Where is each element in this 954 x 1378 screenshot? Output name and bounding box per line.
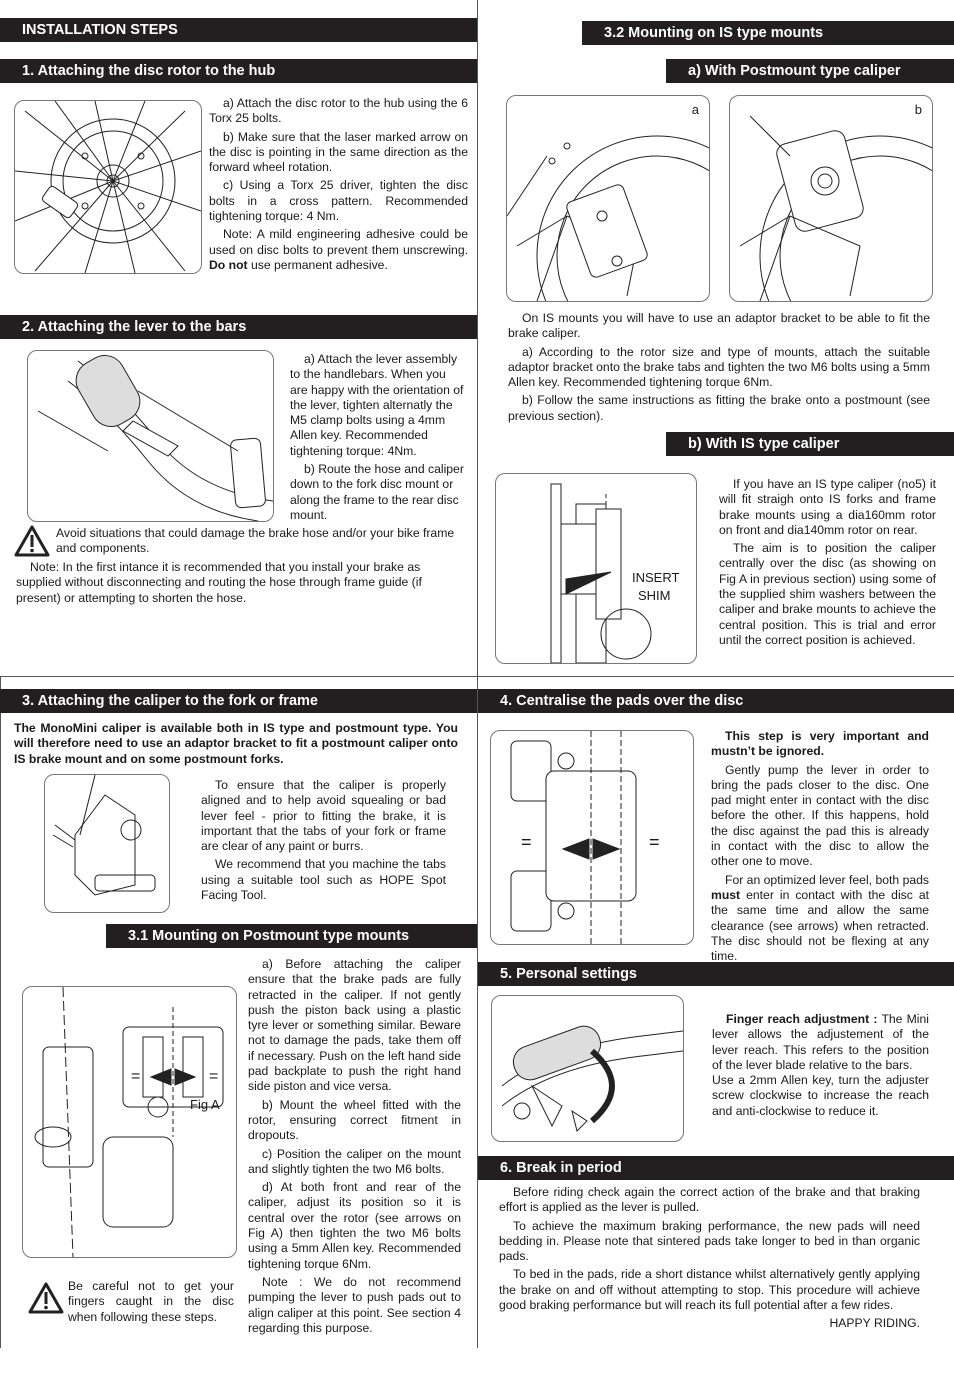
warning-icon-section-3-1 [28,1282,64,1318]
fig-a-label: Fig A [190,1097,220,1112]
section-2-note: Note: In the first intance it is recomme… [16,560,422,605]
divider-left-edge [0,676,1,1348]
section-4-para-2-bold: must [711,887,741,902]
section-3-2-header: 3.2 Mounting on IS type mounts [582,21,954,45]
section-2-para-a: a) Attach the lever assembly to the hand… [290,352,464,458]
is-caliper-text: If you have an IS type caliper (no5) it … [719,477,936,651]
section-3-1-warning-text: Be careful not to get your fingers caugh… [68,1279,234,1324]
warning-icon-section-2 [14,525,50,561]
reach-adjust-figure [491,995,684,1142]
section-6-text: Before riding check again the correct ac… [499,1185,920,1332]
svg-text:=: = [209,1068,218,1085]
section-2-text: a) Attach the lever assembly to the hand… [290,352,464,526]
section-4-para-2-a: For an optimized lever feel, both pads [725,872,929,887]
equal-mark-right: = [649,832,660,852]
section-1-note-text: Note: A mild engineering adhesive could … [209,227,468,257]
section-3-1-para-c: c) Position the caliper on the mount and… [248,1146,461,1176]
postmount-caliper-subheader: a) With Postmount type caliper [666,59,954,83]
rotor-hub-figure [14,100,202,274]
section-5-text: Finger reach adjustment : The Mini lever… [712,1012,929,1119]
is-caliper-subheader: b) With IS type caliper [666,432,954,456]
section-3-2-para-1: On IS mounts you will have to use an ada… [508,311,930,341]
section-3-1-para-b: b) Mount the wheel fitted with the rotor… [248,1097,461,1143]
section-3-para-2: We recommend that you machine the tabs u… [201,857,446,903]
section-5-header: 5. Personal settings [478,962,954,986]
section-1-note-rest: use permanent adhesive. [247,257,388,272]
equal-mark-left: = [521,832,532,852]
section-3-1-note: Note : We do not recommend pumping the l… [248,1274,461,1335]
insert-shim-label-2: SHIM [638,588,671,603]
figure-a-label: a [691,102,699,117]
section-1-para-a: a) Attach the disc rotor to the hub usin… [209,96,468,126]
is-caliper-para-2: The aim is to position the caliper centr… [719,541,936,647]
happy-riding-signoff: HAPPY RIDING. [829,1316,920,1331]
section-3-intro: The MonoMini caliper is available both i… [14,721,458,766]
section-6-para-3: To bed in the pads, ride a short distanc… [499,1267,920,1313]
section-3-2-para-3: b) Follow the same instructions as fitti… [508,393,930,423]
section-4-para-2: For an optimized lever feel, both pads m… [711,873,929,965]
section-4-para-2-b: enter in contact with the disc at the sa… [711,887,929,964]
postmount-caliper-figure-a: a [506,95,710,302]
installation-steps-header: INSTALLATION STEPS [0,18,477,42]
section-4-header: 4. Centralise the pads over the disc [478,689,954,713]
divider-top-center [477,0,478,676]
section-6-para-1: Before riding check again the correct ac… [499,1185,920,1215]
section-2-para-b: b) Route the hose and caliper down to th… [290,462,464,522]
section-6-header: 6. Break in period [478,1156,954,1180]
section-4-text: This step is very important and mustn’t … [711,729,929,967]
finger-reach-text: The Mini lever allows the adjustement of… [712,1012,929,1072]
is-caliper-para-1: If you have an IS type caliper (no5) it … [719,477,936,537]
section-3-1-text: a) Before attaching the caliper ensure t… [248,957,461,1339]
section-1-para-b: b) Make sure that the laser marked arrow… [209,129,468,175]
section-3-1-header: 3.1 Mounting on Postmount type mounts [106,924,477,948]
section-3-header: 3. Attaching the caliper to the fork or … [0,689,477,713]
section-3-2-para-2: a) According to the rotor size and type … [508,344,930,390]
section-3-1-para-d: d) At both front and rear of the caliper… [248,1180,461,1271]
postmount-caliper-figure-b: b [729,95,933,302]
figure-b-label: b [914,102,922,117]
section-2-header: 2. Attaching the lever to the bars [0,315,477,339]
section-1-text: a) Attach the disc rotor to the hub usin… [209,96,468,273]
lever-figure [27,350,274,522]
caliper-tabs-figure [44,774,170,913]
insert-shim-label-1: INSERT [632,570,680,585]
svg-text:=: = [131,1068,140,1085]
section-6-para-2: To achieve the maximum braking performan… [499,1218,920,1264]
section-3-text: To ensure that the caliper is properly a… [201,778,446,906]
section-1-header: 1. Attaching the disc rotor to the hub [0,59,477,83]
section-5-para-2: Use a 2mm Allen key, turn the adjuster s… [712,1073,929,1118]
section-1-note: Note: A mild engineering adhesive could … [209,227,468,273]
divider-bottom-center [477,676,478,1348]
is-caliper-shim-figure: INSERT SHIM [495,473,697,664]
section-3-1-para-a: a) Before attaching the caliper ensure t… [248,957,461,1094]
section-2-warning-text: Avoid situations that could damage the b… [56,526,455,556]
section-4-bold-intro: This step is very important and mustn’t … [711,729,929,759]
section-3-2-text: On IS mounts you will have to use an ada… [508,311,930,427]
section-3-para-1: To ensure that the caliper is properly a… [201,778,446,854]
centralise-pads-figure: = = [490,730,694,945]
section-5-para-1: Finger reach adjustment : The Mini lever… [712,1012,929,1073]
divider-middle [0,676,954,677]
section-4-para-1: Gently pump the lever in order to bring … [711,762,929,869]
postmount-fig-a: = = Fig A [22,986,237,1258]
section-1-note-bold: Do not [209,257,248,272]
finger-reach-label: Finger reach adjustment : [726,1012,878,1026]
section-1-para-c: c) Using a Torx 25 driver, tighten the d… [209,178,468,224]
